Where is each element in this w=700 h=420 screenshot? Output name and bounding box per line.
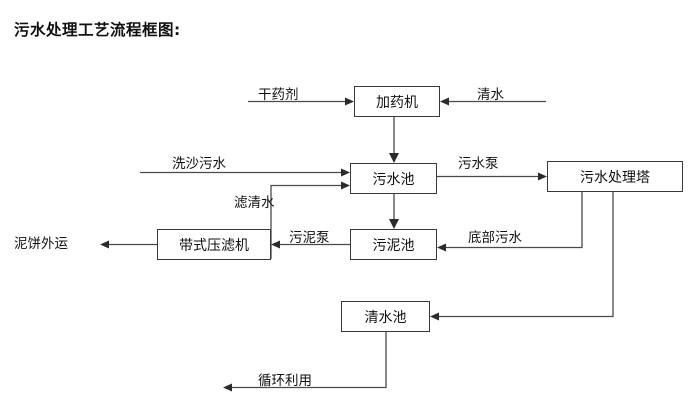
node-belt-filter-press[interactable]: 带式压滤机 [157, 229, 271, 260]
node-clear-water-pool[interactable]: 清水池 [341, 301, 430, 332]
node-wastewater-pool[interactable]: 污水池 [350, 163, 437, 194]
node-treatment-tower-label: 污水处理塔 [580, 169, 650, 186]
node-sludge-pool[interactable]: 污泥池 [350, 229, 437, 260]
edge-label-dry-chemical: 干药剂 [258, 87, 299, 103]
edge-label-clean-water: 清水 [477, 87, 504, 103]
edge-belt-press-to-mud-cake [100, 240, 157, 249]
node-dosing-machine[interactable]: 加药机 [354, 86, 440, 117]
edge-label-wastewater-pump: 污水泵 [458, 156, 499, 172]
edge-label-filtered-clear-water: 滤清水 [234, 195, 275, 211]
edge-wastewater-pool-to-tower [437, 172, 547, 181]
node-dosing-machine-label: 加药机 [376, 94, 418, 111]
edge-label-sludge-pump: 污泥泵 [289, 230, 330, 246]
edge-label-bottom-wastewater: 底部污水 [468, 230, 522, 246]
edge-clear-water-pool-recycling [223, 332, 387, 392]
edge-tower-bottom-wastewater-to-sludge-pool [437, 192, 583, 252]
edge-dry-chemical-to-dosing [248, 97, 354, 106]
edge-label-recycling-reuse: 循环利用 [258, 373, 312, 389]
edge-label-sand-wash-wastewater: 洗沙污水 [172, 156, 226, 172]
edge-filtered-water-to-wastewater-pool [270, 181, 350, 259]
edge-clean-water-to-dosing [440, 97, 546, 106]
terminal-mud-cake-out: 泥饼外运 [14, 236, 68, 252]
node-sludge-pool-label: 污泥池 [372, 237, 415, 254]
node-belt-filter-press-label: 带式压滤机 [179, 237, 249, 254]
page-title: 污水处理工艺流程框图: [14, 21, 181, 39]
edge-wastewater-pool-to-sludge-pool [389, 194, 399, 229]
edge-sludge-pool-to-belt-press [271, 240, 350, 249]
node-wastewater-pool-label: 污水池 [372, 171, 415, 188]
edge-sandwash-to-wastewater-pool [140, 168, 350, 177]
node-clear-water-pool-label: 清水池 [364, 309, 407, 326]
edge-dosing-to-wastewater-pool [389, 117, 399, 163]
edge-tower-to-clear-water-pool [430, 192, 614, 321]
node-treatment-tower[interactable]: 污水处理塔 [547, 161, 683, 192]
